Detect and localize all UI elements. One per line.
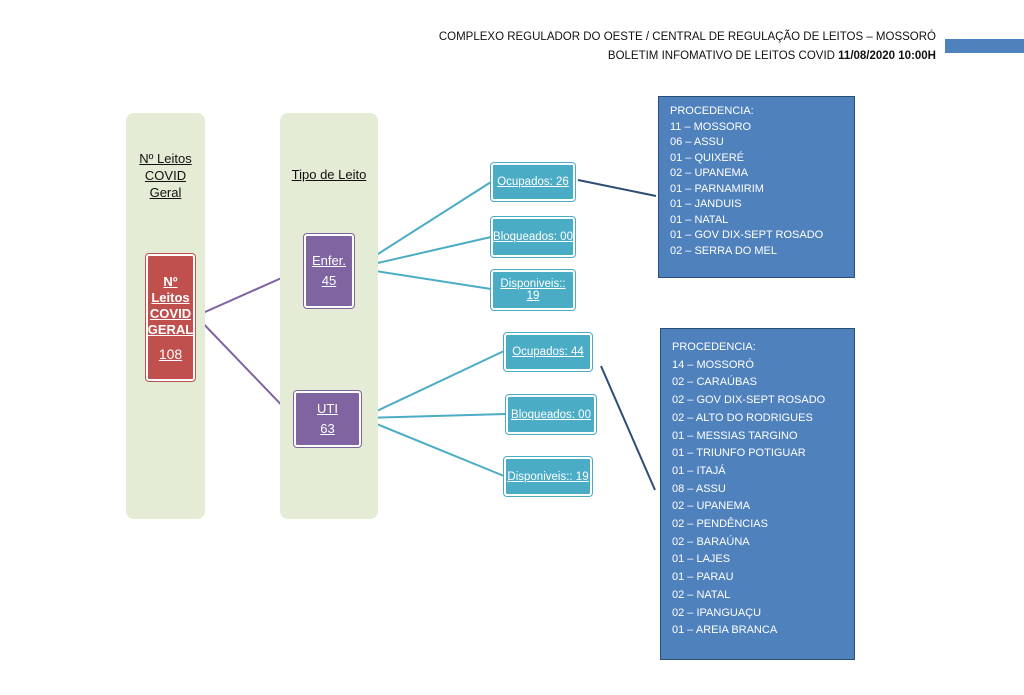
enfer-disponiveis-node: Disponiveis:: 19 <box>491 270 575 310</box>
enfer-label: Enfer. <box>312 253 346 268</box>
list-item: 08 – ASSU <box>672 482 726 495</box>
line-uti-ocupados <box>361 350 505 419</box>
line-enfer-ocupados <box>355 181 492 269</box>
list-item: 02 – IPANGUAÇU <box>672 606 762 619</box>
list-item: 01 – ITAJÁ <box>672 464 726 477</box>
list-item: 01 – NATAL <box>670 213 729 226</box>
list-item: 01 – PARNAMIRIM <box>670 182 764 195</box>
enfer-ocupados-label: Ocupados: 26 <box>497 176 569 188</box>
list-item: 02 – BARAÚNA <box>672 535 750 548</box>
list-item: 01 – JANDUIS <box>670 198 742 210</box>
list-item: 02 – ALTO DO RODRIGUES <box>672 411 813 424</box>
list-item: 01 – LAJES <box>672 553 731 566</box>
total-label-line: GERAL <box>147 321 194 337</box>
list-item: 11 – MOSSORO <box>670 120 752 133</box>
enfer-node: Enfer. 45 <box>304 234 354 308</box>
enfer-value: 45 <box>321 273 337 288</box>
header-subtitle-text: BOLETIM INFOMATIVO DE LEITOS COVID <box>607 50 839 62</box>
uti-ocupados-node: Ocupados: 44 <box>504 333 592 371</box>
list-item: 01 – MESSIAS TARGINO <box>672 429 798 442</box>
line-ocupados-proc-uti <box>600 365 656 491</box>
uti-disponiveis-node: Disponiveis:: 19 <box>504 457 592 496</box>
uti-label: UTI <box>317 401 338 416</box>
enfer-bloqueados-node: Bloqueados: 00 <box>491 217 575 257</box>
list-item: 02 – GOV DIX-SEPT ROSADO <box>672 394 826 407</box>
line-ocupados-proc-enfer <box>577 179 657 197</box>
total-label-line: Nº <box>163 273 178 289</box>
column-title-line: Geral <box>149 185 182 200</box>
enfer-ocupados-node: Ocupados: 26 <box>491 163 575 201</box>
line-uti-bloqueados <box>361 413 507 419</box>
list-item: 06 – ASSU <box>670 136 724 148</box>
uti-node: UTI 63 <box>294 391 361 447</box>
list-item: 01 – PARAU <box>672 571 734 584</box>
uti-ocupados-label: Ocupados: 44 <box>512 346 584 358</box>
line-enfer-disponiveis <box>355 267 492 290</box>
header-accent-bar <box>945 39 1024 53</box>
uti-value: 63 <box>320 421 335 436</box>
enfer-disponiveis-label: Disponiveis:: 19 <box>500 278 566 302</box>
header-date: 11/08/2020 10:00H <box>838 50 936 62</box>
column-title-leitos-covid-geral: Nº Leitos COVID Geral <box>126 150 205 201</box>
total-label-line: Leitos <box>151 289 190 305</box>
total-leitos-node: Nº Leitos COVID GERAL 108 <box>146 254 195 381</box>
column-title-tipo-de-leito: Tipo de Leito <box>291 167 367 182</box>
column-title-line: Nº Leitos <box>139 151 192 166</box>
list-item: 02 – PENDÊNCIAS <box>672 518 768 531</box>
list-item: 01 – TRIUNFO POTIGUAR <box>672 447 806 460</box>
line-enfer-bloqueados <box>355 236 492 269</box>
procedencia-uti-box: PROCEDENCIA: 14 – MOSSORÓ 02 – CARAÚBAS … <box>660 328 855 660</box>
list-item: 02 – UPANEMA <box>672 500 751 513</box>
column-title-line: COVID <box>144 168 187 183</box>
list-item: 01 – AREIA BRANCA <box>672 624 778 637</box>
procedencia-enfer-box: PROCEDENCIA: 11 – MOSSORO 06 – ASSU 01 –… <box>658 96 855 278</box>
procedencia-title: PROCEDENCIA: <box>672 341 756 353</box>
uti-bloqueados-node: Bloqueados: 00 <box>506 395 596 434</box>
list-item: 14 – MOSSORÓ <box>672 358 754 371</box>
list-item: 02 – CARAÚBAS <box>672 376 757 389</box>
header-subtitle: BOLETIM INFOMATIVO DE LEITOS COVID 11/08… <box>439 47 936 66</box>
total-value: 108 <box>158 345 183 362</box>
header-title: COMPLEXO REGULADOR DO OESTE / CENTRAL DE… <box>438 31 936 43</box>
procedencia-list: 14 – MOSSORÓ 02 – CARAÚBAS 02 – GOV DIX-… <box>672 357 854 640</box>
uti-disponiveis-label: Disponiveis:: 19 <box>507 470 589 483</box>
procedencia-title: PROCEDENCIA: <box>670 105 754 117</box>
list-item: 02 – SERRA DO MEL <box>670 244 777 257</box>
enfer-bloqueados-label: Bloqueados: 00 <box>493 231 573 243</box>
list-item: 01 – GOV DIX-SEPT ROSADO <box>670 229 824 241</box>
report-header: COMPLEXO REGULADOR DO OESTE / CENTRAL DE… <box>439 28 936 66</box>
list-item: 02 – NATAL <box>672 588 731 601</box>
list-item: 02 – UPANEMA <box>670 167 749 179</box>
line-uti-disponiveis <box>361 417 505 477</box>
total-label-line: COVID <box>149 305 192 321</box>
line-total-uti <box>195 315 295 419</box>
uti-bloqueados-label: Bloqueados: 00 <box>511 408 591 421</box>
column-tipo-de-leito <box>280 113 378 519</box>
procedencia-list: 11 – MOSSORO 06 – ASSU 01 – QUIXERÉ 02 –… <box>670 120 854 260</box>
list-item: 01 – QUIXERÉ <box>670 151 744 164</box>
